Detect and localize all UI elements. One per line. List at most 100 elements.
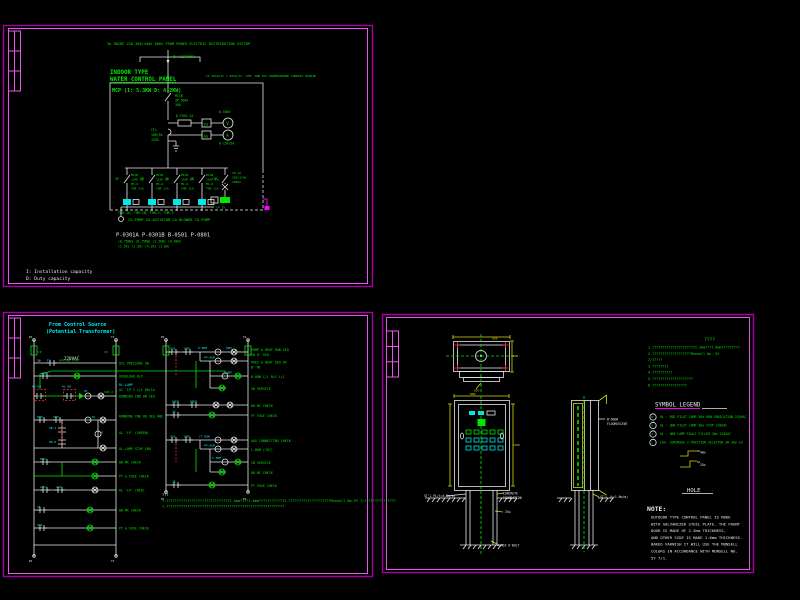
co-row: CO-PUMP CO-AGITATOR CO-BLOWER CO-PUMP <box>128 218 211 222</box>
feeder1-d: THR 11A <box>131 187 144 191</box>
cp-2a-label: CP 2A <box>216 206 225 210</box>
rating-row-2: (1.5A) (1.5A) (4.2A) (1.0A) <box>118 245 170 249</box>
cable-note: CV 38SQ/3C + 38SQ/1C 'LPM' AND PVC UNDER… <box>206 74 316 78</box>
tv-dim-hole: ∅27 <box>474 389 480 393</box>
voltmeter-symbol <box>222 117 234 129</box>
feeder-note: 3∅ 3WIRE 220-380/440V 60Hz FROM POWER EL… <box>107 42 251 46</box>
a-r4-1: 88M <box>37 415 43 419</box>
ct-label-2: 100/5A <box>151 133 163 137</box>
ann-a-10: PT & FUSE CHECK <box>119 475 149 479</box>
ann-a-11: RL 'LP' (RED) <box>119 489 145 493</box>
voltmeter-letter: V <box>226 121 229 126</box>
top-view-dims <box>452 335 514 390</box>
ann-b-1: PUMP & HEAT RUN SEQ <box>251 348 289 352</box>
switch-row-3 <box>465 445 504 451</box>
a-pb1: PB-1 <box>49 426 56 430</box>
ann-a-9: 88-MC CHECK <box>119 461 141 465</box>
note-line-6: COLORS IN ACCORDANCE WITH MUNSELL NO. <box>651 549 738 554</box>
cp-b-left: CP <box>170 350 174 354</box>
a-r8-1: 28M <box>40 485 46 489</box>
leader-steel-plate: ST'L PL(t=4.5m/m) <box>424 494 456 498</box>
ann-a-7: GL 'LP' (GREEN) <box>119 431 149 435</box>
b-r5-2: 88M2 <box>190 400 197 404</box>
ammeter-range: 0-15A/5A <box>219 142 234 146</box>
door-swing <box>592 394 607 498</box>
a-r1-3: OFF/ON STOP <box>59 359 79 363</box>
incoming-feeder <box>139 50 201 83</box>
a-r3-2: RL-0B <box>62 385 71 389</box>
ct-label-3: 15VA <box>151 138 159 142</box>
thr-relay-3 <box>182 199 190 205</box>
ann-b-13: PT FUSE CHECK <box>251 484 277 488</box>
spec-line-7: 6.????????????????? <box>648 383 687 387</box>
note-line-3: DOOR IS MADE OF 2.3mm THICKNESS, <box>651 528 726 533</box>
front-pedestal <box>425 490 518 550</box>
legend-symbol-3 <box>649 430 657 438</box>
single-line-diagram <box>109 50 270 222</box>
by-customer-label: BY CUSTOMER <box>173 55 195 59</box>
legend-letter-2: G <box>652 424 654 428</box>
main-mccb-3: 30A <box>175 103 181 107</box>
ann-a-6: RUNNING IND ON SEQ AND <box>119 415 163 419</box>
ladder-diagram-b <box>162 338 252 494</box>
mcp-enclosure <box>109 82 264 211</box>
legend-letter-3: O <box>652 432 654 436</box>
feeder3-a: MCCB <box>181 173 188 177</box>
b-r2-1: PP-88M <box>204 356 215 360</box>
d-fuse-label: D-FUSE 2A <box>176 114 193 118</box>
tr-3p: 3P <box>213 177 217 181</box>
footnote-mark: ??? <box>162 493 169 497</box>
leader-25dia: 25∅ <box>505 510 511 514</box>
ground-symbol <box>168 140 179 152</box>
term-a-bl: P1 <box>29 559 33 563</box>
earth-hatch-side <box>558 497 614 550</box>
note-line-5: BAKED VARNISH IT WILL USE THE MUNSELL <box>651 542 738 547</box>
b-r6-1: 3E <box>172 410 176 414</box>
bl-title-line1: From Control Source <box>49 322 106 328</box>
feeder1-b: 15AF 5A <box>131 178 144 182</box>
ann-b-10: L-88M (787) <box>251 448 273 452</box>
term-a-br: T1 <box>111 559 115 563</box>
b-r7-2: 88M <box>184 435 190 439</box>
feeder4-3p: 3P <box>190 177 194 181</box>
br-sheet-border <box>381 313 755 574</box>
b-r7-1: 43X <box>170 435 176 439</box>
feeder2-b: 15AF 5A <box>156 178 169 182</box>
fuse-symbol <box>177 119 192 127</box>
panel-front-view <box>425 394 518 556</box>
spec-line-5: 4.?????????? <box>648 371 673 375</box>
ann-b-3: PRES & HEAT SEQ OF <box>251 361 287 365</box>
a-r4-3: RL <box>92 415 96 419</box>
a-pb0: PB-0 <box>49 440 56 444</box>
sv-label-2: FLUORESCENT <box>607 422 628 426</box>
panel-title-line2: WATER CONTROL PANEL <box>110 77 177 83</box>
ann-a-1: OIL PRESSURE SW <box>119 362 149 366</box>
ann-b-11: IN SERVICE <box>251 461 271 465</box>
term-b-br: T1 <box>243 497 247 501</box>
ann-a-2: OVERLOAD RLY <box>119 375 143 379</box>
bottom-left-panel <box>2 311 374 578</box>
leader-anchor-bolt: 4-M16 A'BOLT <box>497 544 519 548</box>
interlock-box-2 <box>63 389 76 401</box>
feeder1-c: MC-6 <box>131 182 138 186</box>
switch-row-2 <box>465 437 504 443</box>
spec-line-1: 1.?????????????????????2.3mm???1.6mm????… <box>648 346 740 350</box>
cp-fuse-b-right <box>244 345 252 356</box>
feeder3-3p: 3P <box>165 177 169 181</box>
panel-ground <box>263 198 270 210</box>
main-breaker <box>164 83 172 120</box>
top-left-panel <box>2 24 374 288</box>
tr-label-1: TR 1∅ <box>232 171 241 175</box>
b-r1-4: 88M <box>226 346 232 350</box>
ann-a-5: RUNNING IND ON SEQ <box>119 395 155 399</box>
control-transformer-branch <box>210 168 230 204</box>
note-line-4: AND OTHER SIDE IS MADE 1.6mm THICKNESS. <box>651 535 742 540</box>
switch-row-1 <box>465 429 504 435</box>
a-r3-3: MC <box>84 389 88 393</box>
symbol-legend <box>649 408 727 447</box>
b-r1-2: 88M <box>184 347 190 351</box>
b-r8-1: PP-88M <box>204 444 215 448</box>
labels-layer: 3∅ 3WIRE 220-380/440V 60Hz FROM POWER EL… <box>26 42 746 563</box>
